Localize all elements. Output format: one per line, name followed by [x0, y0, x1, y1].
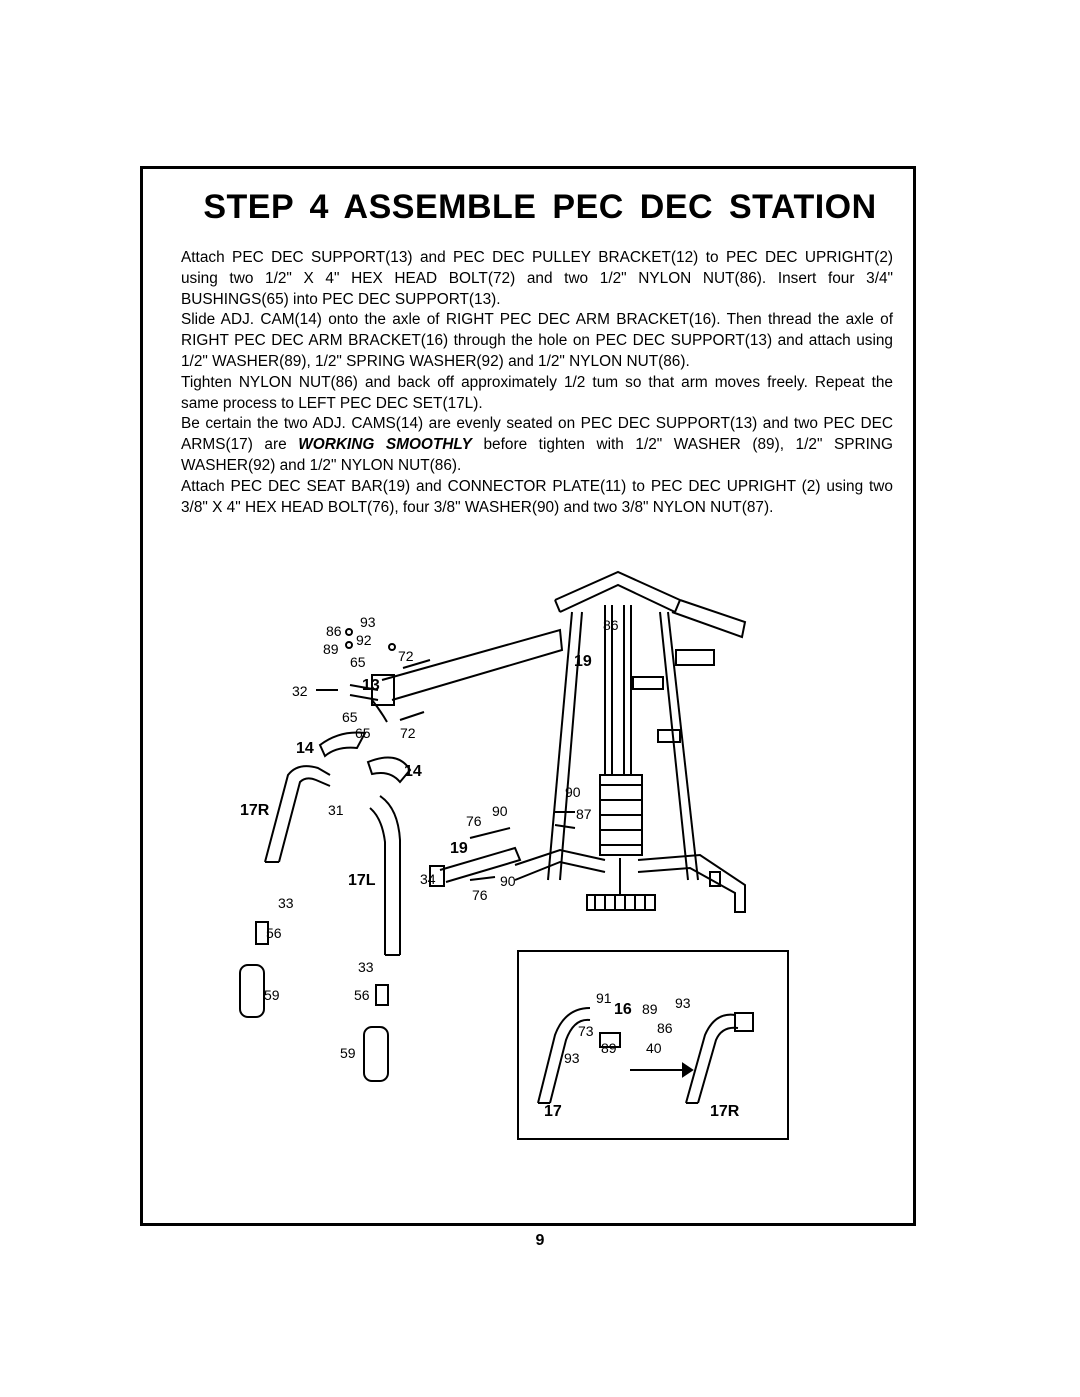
part-label: 14 — [296, 740, 314, 757]
instruction-paragraph: Be certain the two ADJ. CAMS(14) are eve… — [181, 414, 893, 476]
part-labels: 86 93 89 92 65 72 32 65 65 72 31 86 90 7… — [264, 614, 619, 1061]
part-label: 40 — [646, 1040, 662, 1056]
part-label: 65 — [355, 725, 371, 741]
part-label: 90 — [492, 803, 508, 819]
part-label: 93 — [564, 1050, 580, 1066]
part-label: 93 — [675, 995, 691, 1011]
machine-frame — [514, 570, 747, 913]
part-label: 34 — [420, 871, 436, 887]
instruction-paragraph: Slide ADJ. CAM(14) onto the axle of RIGH… — [181, 311, 893, 370]
part-label: 76 — [472, 887, 488, 903]
pec-dec-arm-17l — [363, 795, 401, 1082]
arrow-head-icon — [682, 1062, 694, 1078]
part-label: 16 — [614, 1001, 632, 1018]
part-label: 65 — [350, 654, 366, 670]
adj-cam-right — [366, 756, 412, 784]
part-label: 56 — [266, 925, 282, 941]
part-label: 19 — [450, 840, 468, 857]
inset-drawing — [537, 1007, 754, 1104]
part-label: 89 — [601, 1040, 617, 1056]
part-label: 14 — [404, 763, 422, 780]
pec-dec-support — [316, 628, 564, 723]
part-label: 17R — [240, 802, 270, 819]
instructions-text: Attach PEC DEC SUPPORT(13) and PEC DEC P… — [181, 248, 893, 518]
part-label: 90 — [500, 873, 516, 889]
part-label: 89 — [642, 1001, 658, 1017]
part-label: 93 — [360, 614, 376, 630]
assembly-labels: 13 14 14 17R 19 19 17L — [240, 653, 592, 889]
instruction-paragraph: Attach PEC DEC SEAT BAR(19) and CONNECTO… — [181, 477, 893, 516]
adj-cam-left — [318, 731, 367, 758]
part-label: 73 — [578, 1023, 594, 1039]
inset-assembly-labels: 16 17 17R — [544, 1001, 740, 1120]
part-label: 87 — [576, 806, 592, 822]
instruction-paragraph: Tighten NYLON NUT(86) and back off appro… — [181, 373, 893, 412]
part-label: 76 — [466, 813, 482, 829]
instruction-paragraph: Attach PEC DEC SUPPORT(13) and PEC DEC P… — [181, 249, 893, 308]
part-label: 17 — [544, 1103, 562, 1120]
inset-detail-box — [517, 950, 789, 1140]
part-label: 89 — [323, 641, 339, 657]
page-border — [140, 166, 916, 1226]
page-number: 9 — [535, 1232, 545, 1249]
inset-labels: 91 89 93 73 86 93 89 40 — [564, 990, 691, 1066]
page-title: STEP 4 ASSEMBLE PEC DEC STATION — [203, 188, 877, 226]
part-label: 86 — [326, 623, 342, 639]
instruction-text: Be certain the two ADJ. CAMS(14) are eve… — [181, 415, 893, 454]
part-label: 19 — [574, 653, 592, 670]
part-label: 92 — [356, 632, 372, 648]
part-label: 13 — [362, 677, 380, 694]
part-label: 31 — [328, 802, 344, 818]
part-label: 86 — [657, 1020, 673, 1036]
bolt-72-top — [402, 659, 431, 669]
instruction-text: before tighten with 1/2" WASHER (89), 1/… — [181, 436, 893, 474]
part-label: 32 — [292, 683, 308, 699]
part-label: 72 — [398, 648, 414, 664]
washer-89 — [345, 641, 353, 649]
part-label: 90 — [565, 784, 581, 800]
part-label: 86 — [603, 617, 619, 633]
part-label: 65 — [342, 709, 358, 725]
part-label: 91 — [596, 990, 612, 1006]
bolt-72-bottom — [399, 711, 425, 721]
pec-dec-seat-bar — [429, 811, 576, 887]
nut-86 — [345, 628, 353, 636]
part-label: 17L — [348, 872, 376, 889]
part-label: 33 — [358, 959, 374, 975]
part-label: 33 — [278, 895, 294, 911]
bolt-head-72 — [388, 643, 396, 651]
part-label: 17R — [710, 1103, 740, 1120]
emphasis-text: WORKING SMOOTHLY — [298, 436, 472, 454]
part-label: 56 — [354, 987, 370, 1003]
pec-dec-arm-17r — [239, 765, 331, 1018]
part-label: 59 — [264, 987, 280, 1003]
part-label: 72 — [400, 725, 416, 741]
part-label: 59 — [340, 1045, 356, 1061]
